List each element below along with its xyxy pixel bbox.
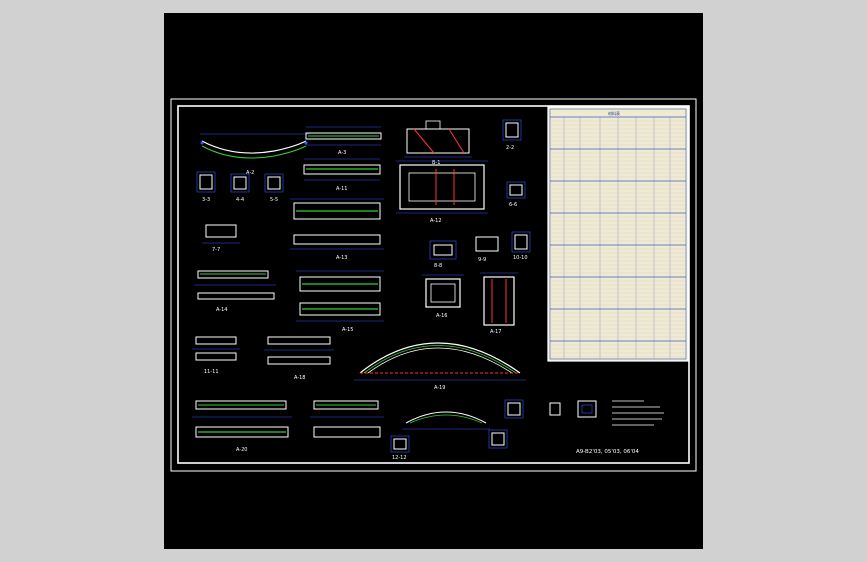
view-A-14: A-14 xyxy=(194,270,276,313)
view-label: A-15 xyxy=(342,327,353,333)
section-7-7: 7-7 xyxy=(202,224,240,253)
section-9-9: 9-9 xyxy=(475,236,499,263)
section-label: 8-8 xyxy=(434,263,442,269)
section-12-12: 12-12 xyxy=(390,435,410,461)
view-label: A-18 xyxy=(294,375,305,381)
view-A-12: A-12 xyxy=(396,160,488,224)
sheet-inner-border xyxy=(177,105,690,464)
section-3-3: 3-3 xyxy=(196,171,216,203)
view-label: A-3 xyxy=(338,150,346,156)
view-A-20: A-20 xyxy=(192,400,292,453)
material-table: 材料表 xyxy=(547,106,689,362)
table-grid xyxy=(550,116,686,359)
view-A-16: A-16 xyxy=(422,274,464,319)
section-label: 6-6 xyxy=(509,202,517,208)
section-label: 4-4 xyxy=(236,197,244,203)
small-sections-lower-right xyxy=(488,399,597,449)
view-A-15: A-15 xyxy=(296,270,384,333)
view-label: A-17 xyxy=(490,329,501,335)
view-A-11: A-11 xyxy=(303,158,381,192)
view-A-2: A-2 xyxy=(200,133,310,176)
view-label: A-14 xyxy=(216,307,227,313)
view-A-17: A-17 xyxy=(480,272,518,335)
rebar-detail-drawing: A-2 A-3 B-1 2-2 3-3 4-4 5-5 xyxy=(170,98,697,472)
section-6-6: 6-6 xyxy=(506,181,526,208)
view-label: A-2 xyxy=(246,170,254,176)
sheet-title: A9-B2'03, 05'03, 06'04 xyxy=(576,449,639,455)
arch-detail-small xyxy=(402,411,490,430)
table-heading: 材料表 xyxy=(608,110,620,116)
section-label: 7-7 xyxy=(212,247,220,253)
view-B-1: B-1 xyxy=(404,120,472,166)
section-label: 12-12 xyxy=(392,455,407,461)
view-label: B-1 xyxy=(432,160,440,166)
section-label: 5-5 xyxy=(270,197,278,203)
section-10-10: 10-10 xyxy=(511,231,531,261)
section-8-8: 8-8 xyxy=(429,240,457,269)
view-A-18: A-18 xyxy=(264,336,334,381)
section-label: 3-3 xyxy=(202,197,210,203)
view-A-3: A-3 xyxy=(305,126,382,156)
cad-viewport[interactable]: A-2 A-3 B-1 2-2 3-3 4-4 5-5 xyxy=(164,13,703,549)
notes-block xyxy=(612,400,664,426)
section-label: 10-10 xyxy=(513,255,528,261)
view-A-19: A-19 xyxy=(354,342,526,391)
view-label: A-19 xyxy=(434,385,445,391)
view-label: A-16 xyxy=(436,313,447,319)
view-A-13: A-13 xyxy=(290,198,384,261)
section-label: 9-9 xyxy=(478,257,486,263)
section-11-11: 11-11 xyxy=(192,336,240,375)
view-label: A-20 xyxy=(236,447,247,453)
section-5-5: 5-5 xyxy=(264,173,284,203)
section-2-2: 2-2 xyxy=(502,119,522,151)
beam-detail-row6-mid xyxy=(310,400,384,438)
view-label: A-11 xyxy=(336,186,347,192)
section-label: 2-2 xyxy=(506,145,514,151)
view-label: A-13 xyxy=(336,255,347,261)
section-4-4: 4-4 xyxy=(230,173,250,203)
sheet-outer-border xyxy=(170,98,697,472)
section-label: 11-11 xyxy=(204,369,219,375)
view-label: A-12 xyxy=(430,218,441,224)
